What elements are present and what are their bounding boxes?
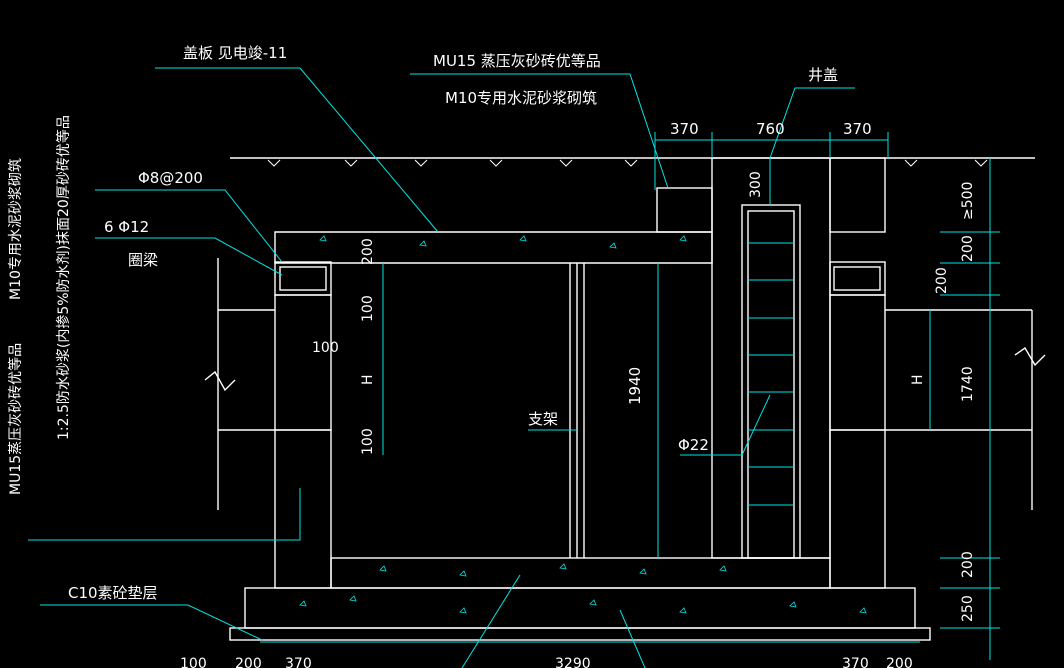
label-cover: 盖板 见电竣-11 (183, 44, 287, 62)
left-vertical-text-2: MU15蒸压灰砂砖优等品 (7, 343, 24, 495)
label-ring-beam: 圈梁 (128, 251, 158, 269)
dim-500: ≥500 (960, 182, 976, 220)
dim-200-slab: 200 (360, 238, 376, 265)
left-vertical-text-3: 1:2.5防水砂浆(内掺5%防水剂)抹面20厚砂砖优等品 (55, 115, 72, 440)
label-well-cover: 井盖 (808, 66, 838, 84)
left-pipe (204, 258, 275, 510)
dim-h-right: H (910, 374, 926, 385)
dim-h-left: H (360, 374, 376, 385)
label-rebar-phi8: Φ8@200 (138, 169, 203, 187)
dim-300: 300 (748, 171, 764, 198)
dim-200-r2: 200 (934, 267, 950, 294)
ground-marks (267, 159, 988, 167)
left-ring-beam-core (279, 266, 327, 291)
dim-200-r1: 200 (960, 235, 976, 262)
dim-370-left: 370 (670, 120, 699, 138)
cushion-bottom (229, 627, 931, 641)
well-shaft-outer (711, 157, 831, 559)
label-rebar-6phi12: 6 Φ12 (104, 218, 149, 236)
dim-100-b: 100 (312, 340, 339, 356)
left-wall-upper (274, 294, 332, 431)
bottom-dim-200-right: 200 (886, 656, 913, 668)
dim-100-a: 100 (360, 295, 376, 322)
dim-760: 760 (756, 120, 785, 138)
bracket (569, 263, 585, 558)
dim-100-c: 100 (360, 428, 376, 455)
right-top-hatch-left (656, 187, 713, 233)
left-vertical-text-1: M10专用水泥砂浆砌筑 (8, 158, 24, 300)
dim-370-right: 370 (843, 120, 872, 138)
label-bracket: 支架 (528, 410, 558, 428)
cushion-layer (244, 587, 916, 629)
right-ring-beam-core (833, 266, 881, 291)
ladder-rungs (748, 242, 794, 506)
label-ladder-phi22: Φ22 (678, 436, 709, 454)
left-ring-beam (274, 261, 332, 296)
aggregate-dots (299, 235, 867, 614)
right-wall-lower-hatch (829, 429, 886, 589)
label-c10: C10素砼垫层 (68, 584, 158, 602)
cover-slab (274, 231, 713, 264)
bottom-dim-3290: 3290 (555, 656, 591, 668)
dimension-lines (28, 67, 1000, 668)
bottom-dim-370-right: 370 (842, 656, 869, 668)
bottom-dim-100: 100 (180, 656, 207, 668)
right-wall-top-hatch (829, 157, 886, 233)
label-m10: M10专用水泥砂浆砌筑 (445, 89, 597, 107)
bottom-dim-200: 200 (235, 656, 262, 668)
ladder-rail-inner (747, 210, 795, 559)
label-mu15: MU15 蒸压灰砂砖优等品 (433, 52, 601, 70)
base-slab (330, 557, 831, 589)
dim-1740: 1740 (960, 366, 976, 402)
dim-1940: 1940 (626, 367, 644, 405)
left-wall-hatch (274, 429, 332, 589)
dim-250: 250 (960, 595, 976, 622)
dim-200-r3: 200 (960, 551, 976, 578)
bottom-dim-370: 370 (285, 656, 312, 668)
right-wall-mid (829, 294, 886, 431)
right-pipe (885, 309, 1046, 510)
